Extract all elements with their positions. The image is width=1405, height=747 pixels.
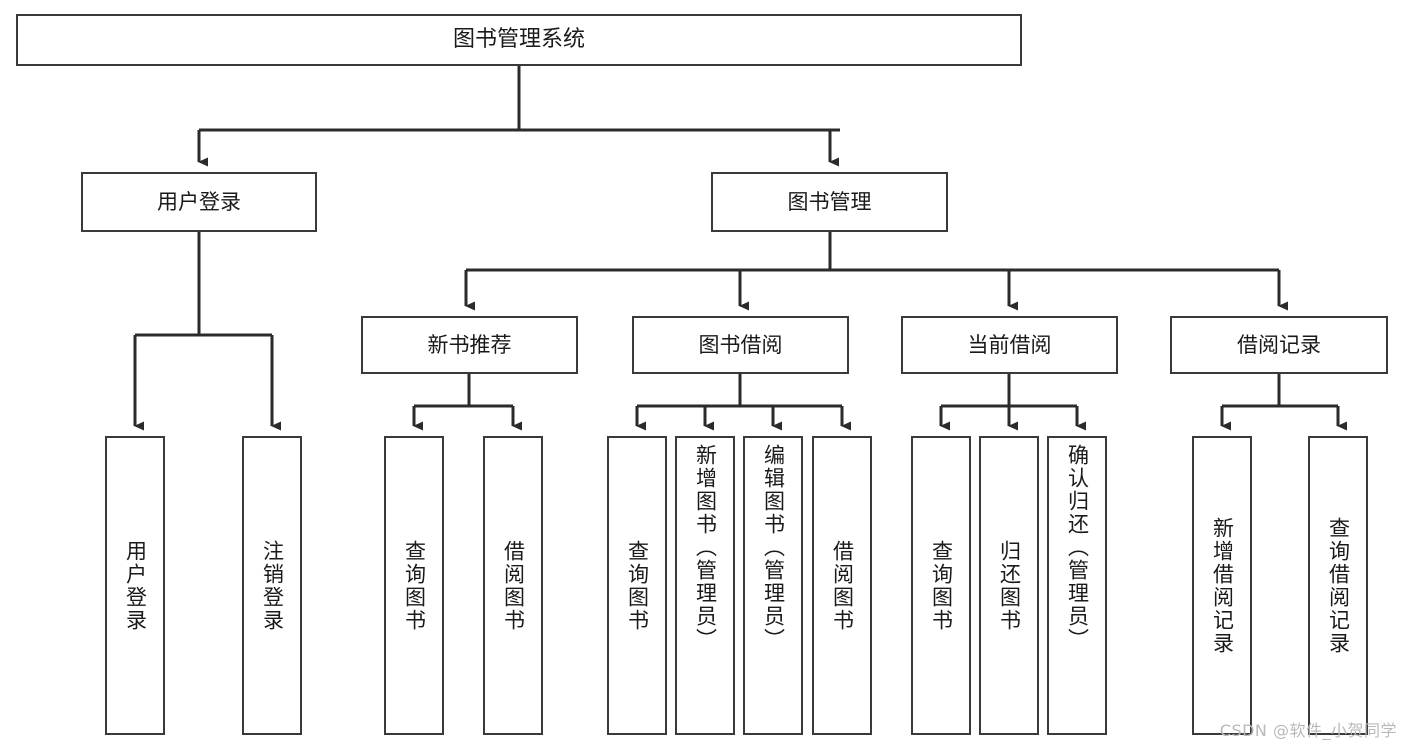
leaf-query-book-borrow[interactable]: 查询图书 [607, 436, 667, 735]
node-label: 查询图书 [929, 539, 954, 632]
node-label: 编辑图书（管理员） [761, 444, 786, 651]
leaf-query-borrow-record[interactable]: 查询借阅记录 [1308, 436, 1368, 735]
node-label: 归还图书 [997, 539, 1022, 632]
node-label: 查询图书 [625, 539, 650, 632]
node-label: 新增图书（管理员） [693, 444, 718, 651]
node-label: 查询借阅记录 [1326, 516, 1351, 655]
node-book-borrow[interactable]: 图书借阅 [632, 316, 849, 374]
node-new-book-recommend[interactable]: 新书推荐 [361, 316, 578, 374]
leaf-add-borrow-record[interactable]: 新增借阅记录 [1192, 436, 1252, 735]
node-label: 图书管理系统 [452, 27, 585, 53]
node-label: 确认归还（管理员） [1065, 444, 1090, 651]
node-label: 借阅记录 [1237, 332, 1321, 357]
leaf-borrow-book[interactable]: 借阅图书 [812, 436, 872, 735]
leaf-user-login[interactable]: 用户登录 [105, 436, 165, 735]
node-label: 新增借阅记录 [1210, 516, 1235, 655]
node-user-login[interactable]: 用户登录 [81, 172, 317, 232]
node-label: 新书推荐 [427, 332, 512, 357]
node-current-borrow[interactable]: 当前借阅 [901, 316, 1118, 374]
node-book-management[interactable]: 图书管理 [711, 172, 948, 232]
leaf-confirm-return-admin[interactable]: 确认归还（管理员） [1047, 436, 1107, 735]
leaf-edit-book-admin[interactable]: 编辑图书（管理员） [743, 436, 803, 735]
node-label: 用户登录 [123, 539, 148, 632]
leaf-logout[interactable]: 注销登录 [242, 436, 302, 735]
leaf-return-book[interactable]: 归还图书 [979, 436, 1039, 735]
node-label: 借阅图书 [501, 539, 526, 632]
leaf-add-book-admin[interactable]: 新增图书（管理员） [675, 436, 735, 735]
leaf-borrow-book-recommend[interactable]: 借阅图书 [483, 436, 543, 735]
watermark: CSDN @软件_小贺同学 [1219, 721, 1397, 740]
node-label: 用户登录 [157, 189, 241, 214]
node-label: 图书借阅 [698, 332, 783, 357]
node-label: 查询图书 [402, 539, 427, 632]
node-borrow-records[interactable]: 借阅记录 [1170, 316, 1388, 374]
leaf-query-book-current[interactable]: 查询图书 [911, 436, 971, 735]
node-label: 注销登录 [260, 539, 285, 632]
node-root-system[interactable]: 图书管理系统 [16, 14, 1022, 66]
node-label: 当前借阅 [967, 332, 1052, 357]
node-label: 图书管理 [787, 189, 872, 214]
leaf-query-book-recommend[interactable]: 查询图书 [384, 436, 444, 735]
node-label: 借阅图书 [830, 539, 855, 632]
